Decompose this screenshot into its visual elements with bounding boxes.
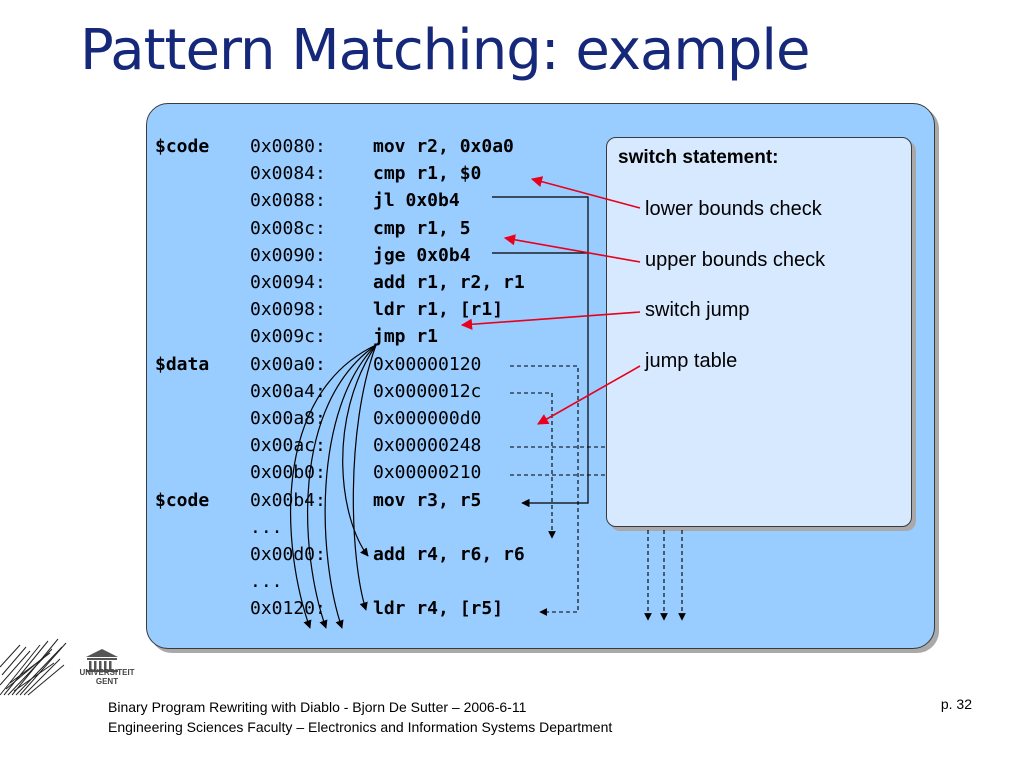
logo-line-gent: GENT xyxy=(95,677,119,686)
section-label: $code xyxy=(155,490,210,511)
section-label: $code xyxy=(155,136,210,157)
code-address: ... xyxy=(250,517,283,538)
code-address: 0x00a8: xyxy=(250,408,326,429)
page-number: p. 32 xyxy=(940,696,972,712)
code-instruction: 0x00000248 xyxy=(373,435,482,456)
code-address: 0x00ac: xyxy=(250,435,326,456)
code-instruction: cmp r1, 5 xyxy=(373,218,471,239)
code-instruction: mov r3, r5 xyxy=(373,490,482,511)
code-address: 0x00b0: xyxy=(250,462,326,483)
switch-jump-fan xyxy=(290,344,377,629)
annotation-upper-bounds: upper bounds check xyxy=(645,249,826,271)
annotation-heading: switch statement: xyxy=(618,147,779,168)
footer-line-2: Engineering Sciences Faculty – Electroni… xyxy=(108,719,613,735)
code-address: 0x0088: xyxy=(250,190,326,211)
code-address: 0x0090: xyxy=(250,245,326,266)
footer-line-1: Binary Program Rewriting with Diablo - B… xyxy=(108,699,527,715)
code-address: 0x00b4: xyxy=(250,490,326,511)
code-address: 0x00d0: xyxy=(250,544,326,565)
code-address: 0x0084: xyxy=(250,163,326,184)
grass-texture-icon xyxy=(0,638,67,696)
code-instruction: cmp r1, $0 xyxy=(373,163,482,184)
code-instruction: jl 0x0b4 xyxy=(373,190,460,211)
annotation-lower-bounds: lower bounds check xyxy=(645,198,822,220)
code-instruction: 0x00000210 xyxy=(373,462,482,483)
code-instruction: add r1, r2, r1 xyxy=(373,272,525,293)
code-instruction: 0x000000d0 xyxy=(373,408,482,429)
code-instruction: jge 0x0b4 xyxy=(373,245,471,266)
code-address: 0x008c: xyxy=(250,218,326,239)
section-label: $data xyxy=(155,354,210,375)
logo-text: UNIVERSITEIT GENT xyxy=(74,668,140,686)
code-address: 0x0094: xyxy=(250,272,326,293)
temple-icon xyxy=(86,649,118,672)
code-address: 0x0120: xyxy=(250,598,326,619)
annotation-switch-jump: switch jump xyxy=(645,299,750,321)
code-address: 0x0080: xyxy=(250,136,326,157)
annotation-jump-table: jump table xyxy=(645,350,738,372)
code-instruction: mov r2, 0x0a0 xyxy=(373,136,514,157)
annotation-box xyxy=(606,137,912,527)
code-address: ... xyxy=(250,571,283,592)
branch-bracket xyxy=(492,196,589,508)
code-instruction: 0x00000120 xyxy=(373,354,482,375)
code-instruction: jmp r1 xyxy=(373,326,439,347)
code-instruction: add r4, r6, r6 xyxy=(373,544,525,565)
code-instruction: 0x0000012c xyxy=(373,381,482,402)
code-address: 0x009c: xyxy=(250,326,326,347)
university-logo xyxy=(0,637,145,697)
code-instruction: ldr r4, [r5] xyxy=(373,598,504,619)
code-address: 0x00a0: xyxy=(250,354,326,375)
jump-table-dashes xyxy=(510,365,686,621)
annotation-arrows xyxy=(460,176,641,425)
code-address: 0x0098: xyxy=(250,299,326,320)
slide-title: Pattern Matching: example xyxy=(80,18,810,83)
code-address: 0x00a4: xyxy=(250,381,326,402)
logo-line-university: UNIVERSITEIT xyxy=(79,668,135,677)
code-instruction: ldr r1, [r1] xyxy=(373,299,504,320)
